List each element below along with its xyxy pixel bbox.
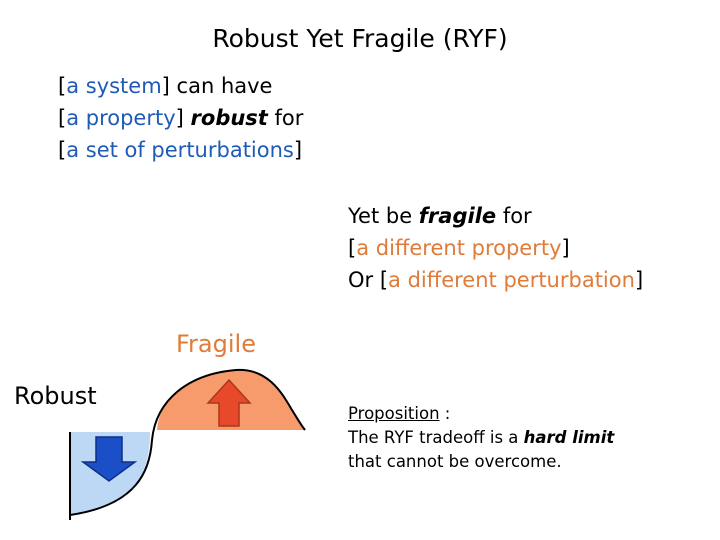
robust-word: robust (190, 106, 268, 130)
proposition-heading: Proposition (348, 404, 440, 423)
hard-limit-phrase: hard limit (523, 428, 615, 447)
system-term: a system (66, 74, 162, 98)
bracket: [ (58, 138, 67, 162)
bracket-close: ] (293, 138, 303, 162)
contrast-statement: Yet be fragile for [a different property… (348, 200, 643, 296)
contrast-line-2: [a different property] (348, 232, 643, 264)
proposition-line-1: The RYF tradeoff is a hard limit (348, 426, 614, 450)
up-arrow (206, 378, 252, 427)
intro-line-1-rest: ] can have (161, 74, 273, 98)
intro-line-2: [a property] robust for (58, 102, 303, 134)
intro-line-1: [a system] can have (58, 70, 303, 102)
contrast-line-1: Yet be fragile for (348, 200, 643, 232)
proposition-box: Proposition : The RYF tradeoff is a hard… (348, 402, 614, 474)
proposition-line-1-pre: The RYF tradeoff is a (348, 428, 524, 447)
contrast-line-3: Or [a different perturbation] (348, 264, 643, 296)
bracket-close: ] (175, 106, 191, 130)
intro-line-3: [a set of perturbations] (58, 134, 303, 166)
proposition-line-2: that cannot be overcome. (348, 452, 562, 471)
bracket: [ (348, 236, 357, 260)
intro-statement: [a system] can have [a property] robust … (58, 70, 303, 166)
perturbations-term: a set of perturbations (66, 138, 294, 162)
fragile-word: fragile (418, 204, 497, 228)
fragile-label: Fragile (176, 330, 256, 358)
contrast-line-1-pre: Yet be (348, 204, 419, 228)
slide-title: Robust Yet Fragile (RYF) (212, 24, 508, 53)
proposition-heading-line: Proposition : (348, 402, 614, 426)
proposition-colon: : (439, 404, 451, 423)
down-arrow (80, 436, 138, 482)
intro-line-2-rest: for (267, 106, 304, 130)
different-perturbation-term: a different perturbation (388, 268, 635, 292)
contrast-line-1-rest: for (496, 204, 532, 228)
robustness-curve (69, 368, 306, 516)
bracket: [ (58, 106, 67, 130)
robust-label: Robust (14, 382, 97, 410)
bracket-close: ] (561, 236, 570, 260)
bracket: [ (58, 74, 67, 98)
contrast-line-3-pre: Or [ (348, 268, 389, 292)
property-term: a property (66, 106, 176, 130)
different-property-term: a different property (356, 236, 562, 260)
bracket-close: ] (634, 268, 644, 292)
